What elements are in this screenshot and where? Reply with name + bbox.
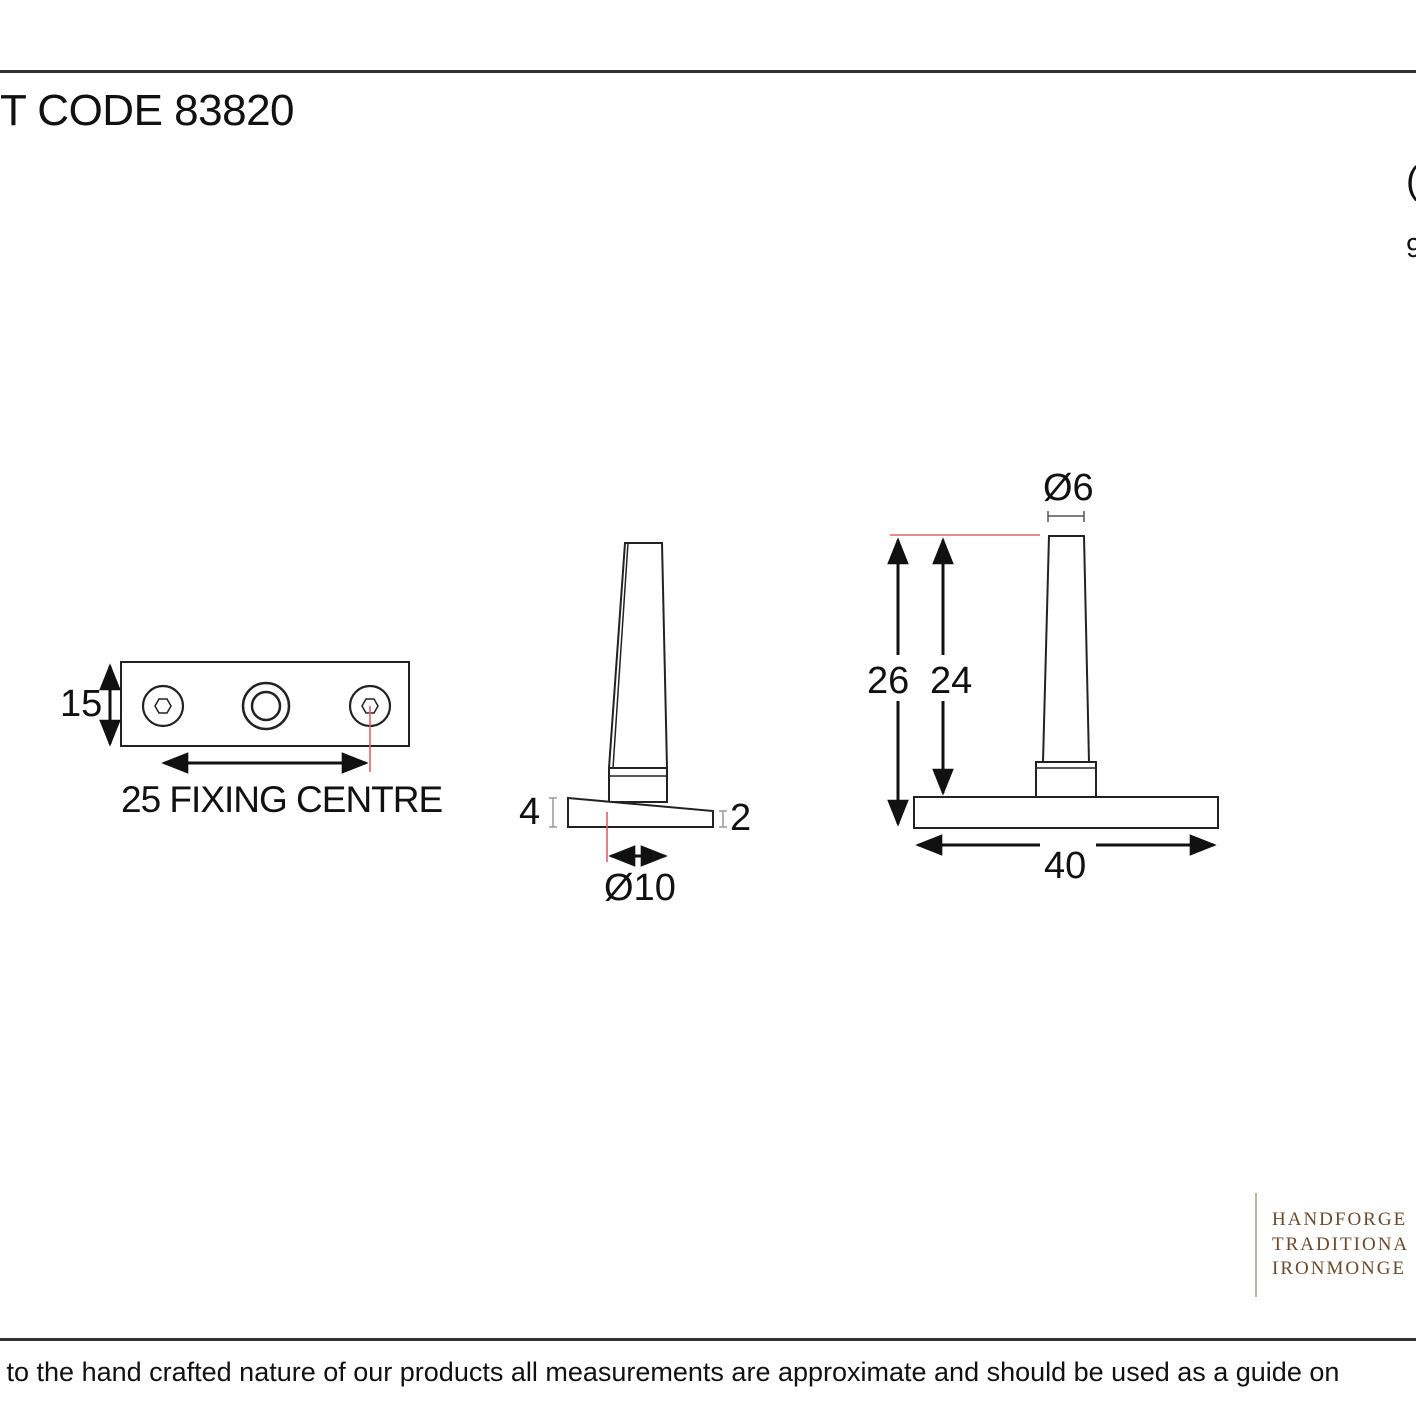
plate-outline: [120, 661, 410, 747]
pin-diameter-label: Ø6: [1043, 467, 1094, 509]
width-label-backdrop: [1040, 842, 1096, 882]
logo-divider: [1255, 1193, 1257, 1297]
bottom-border-line: [0, 1338, 1416, 1341]
right-edge-mark-bottom: 9: [1406, 232, 1416, 263]
width-label: 40: [1044, 845, 1086, 887]
base-diameter-label: Ø10: [604, 867, 676, 909]
disclaimer-text: e to the hand crafted nature of our prod…: [0, 1357, 1340, 1387]
logo-line-1: HANDFORGE: [1272, 1209, 1408, 1230]
top-view: 15 25 FIXING CENTRE: [60, 661, 443, 820]
front-pin-shaft: [1041, 535, 1091, 763]
side-view: 4 2 Ø10: [519, 542, 751, 909]
front-view: Ø6 26 24 40: [866, 467, 1219, 887]
pin-diameter-marker: [1047, 511, 1085, 522]
top-border-line: [0, 70, 1416, 73]
logo-line-3: IRONMONGE: [1272, 1258, 1407, 1279]
left-thickness-marker: [549, 797, 557, 828]
product-code-title: T CODE 83820: [0, 86, 295, 135]
plate-height-label: 15: [60, 683, 102, 725]
dimension-label-backdrop: [866, 655, 978, 701]
side-base-plate: [567, 796, 714, 828]
front-base-plate: [913, 796, 1219, 829]
side-pin-shaft: [607, 542, 669, 769]
right-thickness-marker: [719, 810, 727, 828]
side-pin-edge: [612, 542, 629, 769]
side-pin-collar: [608, 767, 668, 803]
left-screw-hole: [141, 684, 185, 728]
pin-height-label: 24: [930, 660, 972, 702]
fixing-centre-label: 25 FIXING CENTRE: [121, 779, 442, 820]
right-thickness-label: 2: [730, 797, 751, 839]
centre-pin-hole: [241, 681, 291, 731]
right-edge-mark-top: (: [1406, 160, 1416, 203]
overall-height-label: 26: [867, 660, 909, 702]
logo-line-2: TRADITIONA: [1272, 1234, 1410, 1255]
left-thickness-label: 4: [519, 791, 540, 833]
